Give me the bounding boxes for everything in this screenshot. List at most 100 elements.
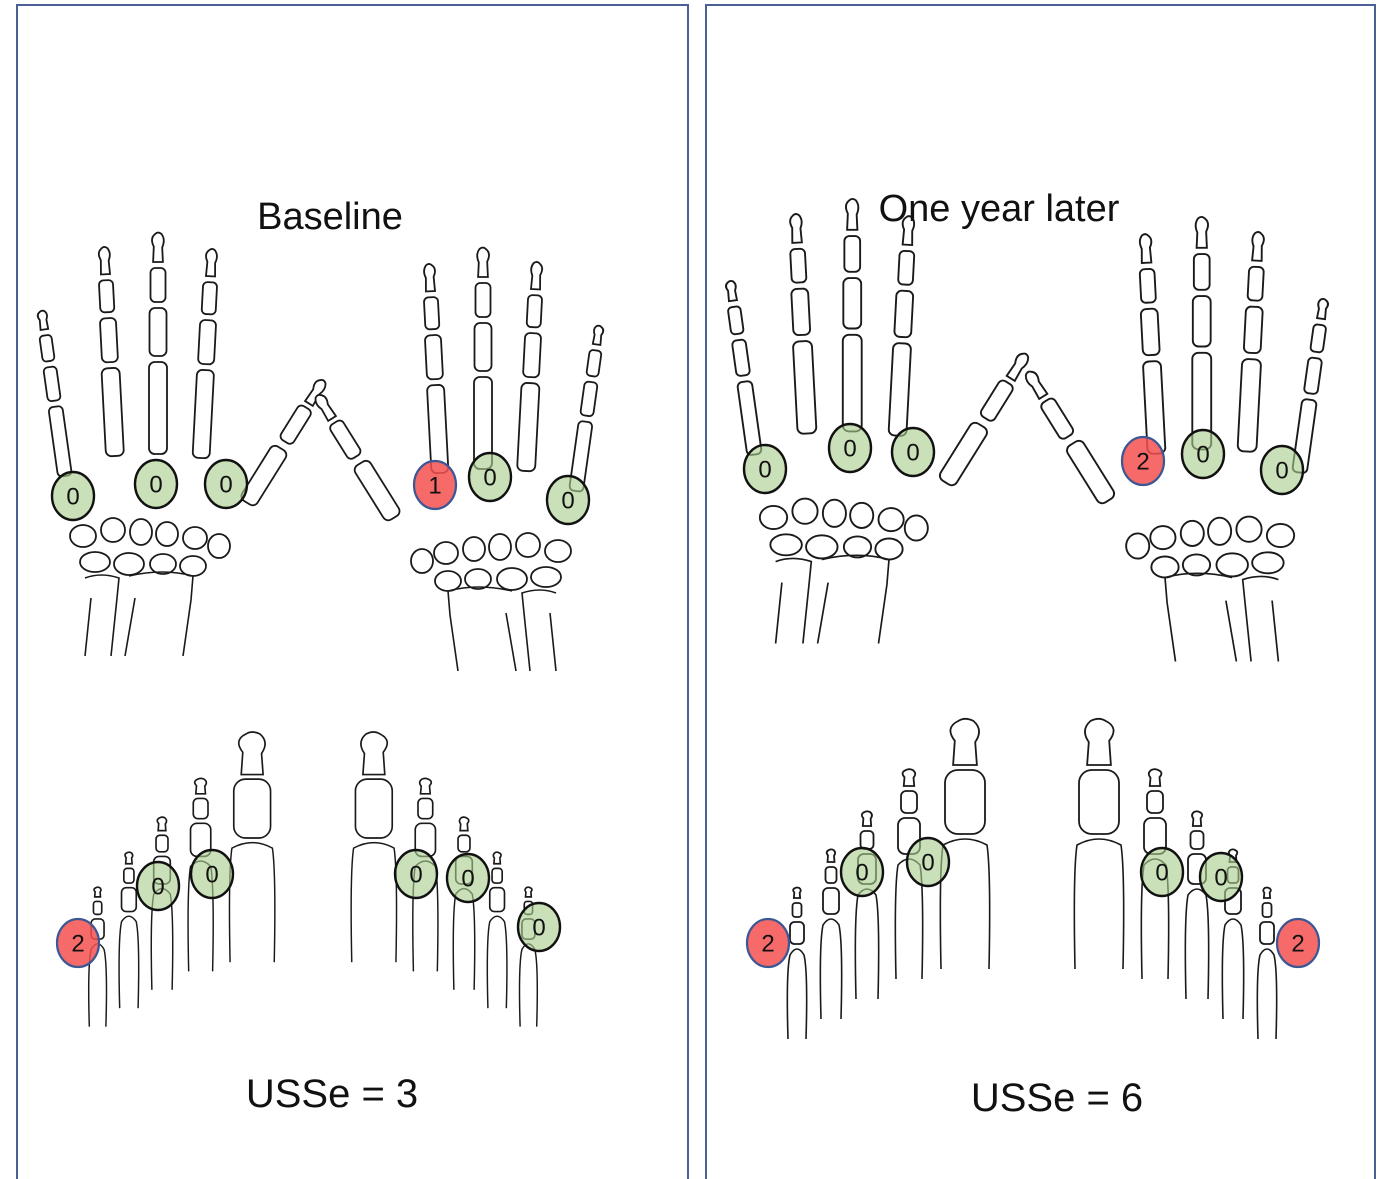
joint-score-value: 0 bbox=[1275, 458, 1288, 485]
joint-score-value: 2 bbox=[71, 931, 84, 958]
distal-phalanx bbox=[459, 817, 468, 831]
metatarsal bbox=[1185, 889, 1208, 999]
metacarpal bbox=[737, 381, 762, 456]
joint-marker-right-hand: 0 bbox=[469, 453, 511, 501]
phalanx bbox=[1147, 791, 1163, 813]
distal-phalanx bbox=[1085, 719, 1114, 765]
phalanx bbox=[425, 335, 443, 380]
metacarpal bbox=[517, 383, 540, 472]
distal-phalanx bbox=[725, 280, 737, 301]
joint-marker-left-foot: 2 bbox=[747, 919, 789, 967]
phalanx bbox=[1193, 296, 1211, 346]
right-hand-skeleton bbox=[1020, 217, 1331, 662]
distal-phalanx bbox=[862, 811, 872, 826]
joint-score-value: 2 bbox=[761, 931, 774, 958]
distal-phalanx bbox=[493, 852, 501, 864]
radius-edge bbox=[1226, 601, 1237, 662]
phalanx bbox=[523, 333, 541, 378]
ulna-edge bbox=[1272, 601, 1278, 662]
finger bbox=[421, 264, 449, 474]
carpal bbox=[850, 503, 873, 528]
carpal bbox=[1252, 552, 1284, 573]
distal-phalanx bbox=[94, 887, 101, 897]
metatarsal bbox=[1257, 949, 1276, 1039]
metacarpal bbox=[888, 343, 911, 436]
carpal bbox=[1151, 557, 1178, 578]
metacarpal bbox=[793, 341, 817, 434]
left-hand-skeleton bbox=[723, 199, 1034, 644]
joint-marker-left-foot: 0 bbox=[191, 850, 233, 898]
distal-phalanx bbox=[98, 247, 110, 275]
distal-phalanx bbox=[1196, 217, 1208, 248]
panel-title: Baseline bbox=[257, 196, 403, 239]
carpal bbox=[770, 534, 802, 555]
hand-bones bbox=[35, 233, 331, 656]
carpal bbox=[434, 542, 458, 564]
finger bbox=[843, 199, 862, 431]
toe bbox=[1257, 888, 1276, 1040]
carpal bbox=[130, 519, 152, 545]
carpal bbox=[823, 500, 846, 527]
phalanx bbox=[93, 901, 101, 914]
phalanx bbox=[861, 831, 874, 849]
distal-phalanx bbox=[1149, 769, 1162, 786]
foot-bones bbox=[351, 732, 537, 1027]
joint-marker-right-hand: 2 bbox=[1122, 437, 1164, 485]
phalanx bbox=[728, 306, 744, 335]
carpal bbox=[760, 506, 787, 529]
phalanx bbox=[1079, 770, 1119, 834]
thumb-metacarpal bbox=[353, 459, 402, 523]
radius bbox=[1165, 573, 1232, 661]
phalanx bbox=[355, 779, 392, 838]
joint-marker-right-hand: 0 bbox=[547, 476, 589, 524]
carpal bbox=[1126, 533, 1149, 558]
carpal bbox=[463, 537, 485, 561]
joint-score-value: 0 bbox=[1155, 860, 1168, 887]
joint-marker-left-foot: 0 bbox=[137, 862, 179, 910]
toe bbox=[487, 852, 507, 1008]
phalanx bbox=[793, 903, 802, 917]
distal-phalanx bbox=[195, 778, 207, 793]
phalanx bbox=[476, 283, 491, 317]
carpal-bones bbox=[70, 518, 230, 576]
joint-marker-left-hand: 0 bbox=[135, 460, 177, 508]
forearm-bones bbox=[448, 587, 556, 671]
distal-phalanx bbox=[1192, 811, 1202, 826]
phalanx bbox=[527, 295, 543, 328]
phalanx bbox=[475, 323, 492, 371]
toe bbox=[787, 888, 806, 1040]
distal-phalanx bbox=[846, 199, 858, 230]
phalanx bbox=[1263, 903, 1272, 917]
joint-score-value: 0 bbox=[219, 472, 232, 499]
carpal bbox=[156, 522, 178, 546]
joint-score-value: 0 bbox=[921, 850, 934, 877]
toe bbox=[453, 817, 474, 990]
metatarsal bbox=[787, 949, 806, 1039]
one-year-later-panel: 000200200002 One year later USSe = 6 bbox=[705, 4, 1376, 1179]
ulna bbox=[776, 558, 812, 643]
phalanx bbox=[234, 779, 271, 838]
distal-phalanx bbox=[793, 888, 801, 899]
phalanx bbox=[790, 249, 806, 283]
metacarpal bbox=[149, 362, 167, 454]
phalanx bbox=[790, 922, 804, 944]
toe bbox=[1185, 811, 1208, 999]
carpal bbox=[531, 567, 561, 587]
phalanx bbox=[898, 251, 914, 285]
toe bbox=[229, 732, 274, 962]
phalanx bbox=[99, 280, 115, 313]
carpal-bones bbox=[1126, 517, 1294, 578]
joint-marker-right-foot: 0 bbox=[1141, 848, 1183, 896]
phalanx bbox=[894, 290, 913, 337]
carpal-bones bbox=[760, 499, 928, 560]
toe bbox=[1074, 719, 1123, 969]
finger bbox=[35, 310, 72, 477]
phalanx bbox=[1191, 831, 1204, 849]
metatarsal bbox=[520, 944, 538, 1027]
carpal bbox=[516, 533, 540, 557]
phalanx bbox=[732, 339, 750, 376]
carpal-bones bbox=[411, 533, 571, 591]
joint-score-value: 0 bbox=[1196, 442, 1209, 469]
joint-marker-left-hand: 0 bbox=[829, 424, 871, 472]
toe bbox=[855, 811, 878, 999]
